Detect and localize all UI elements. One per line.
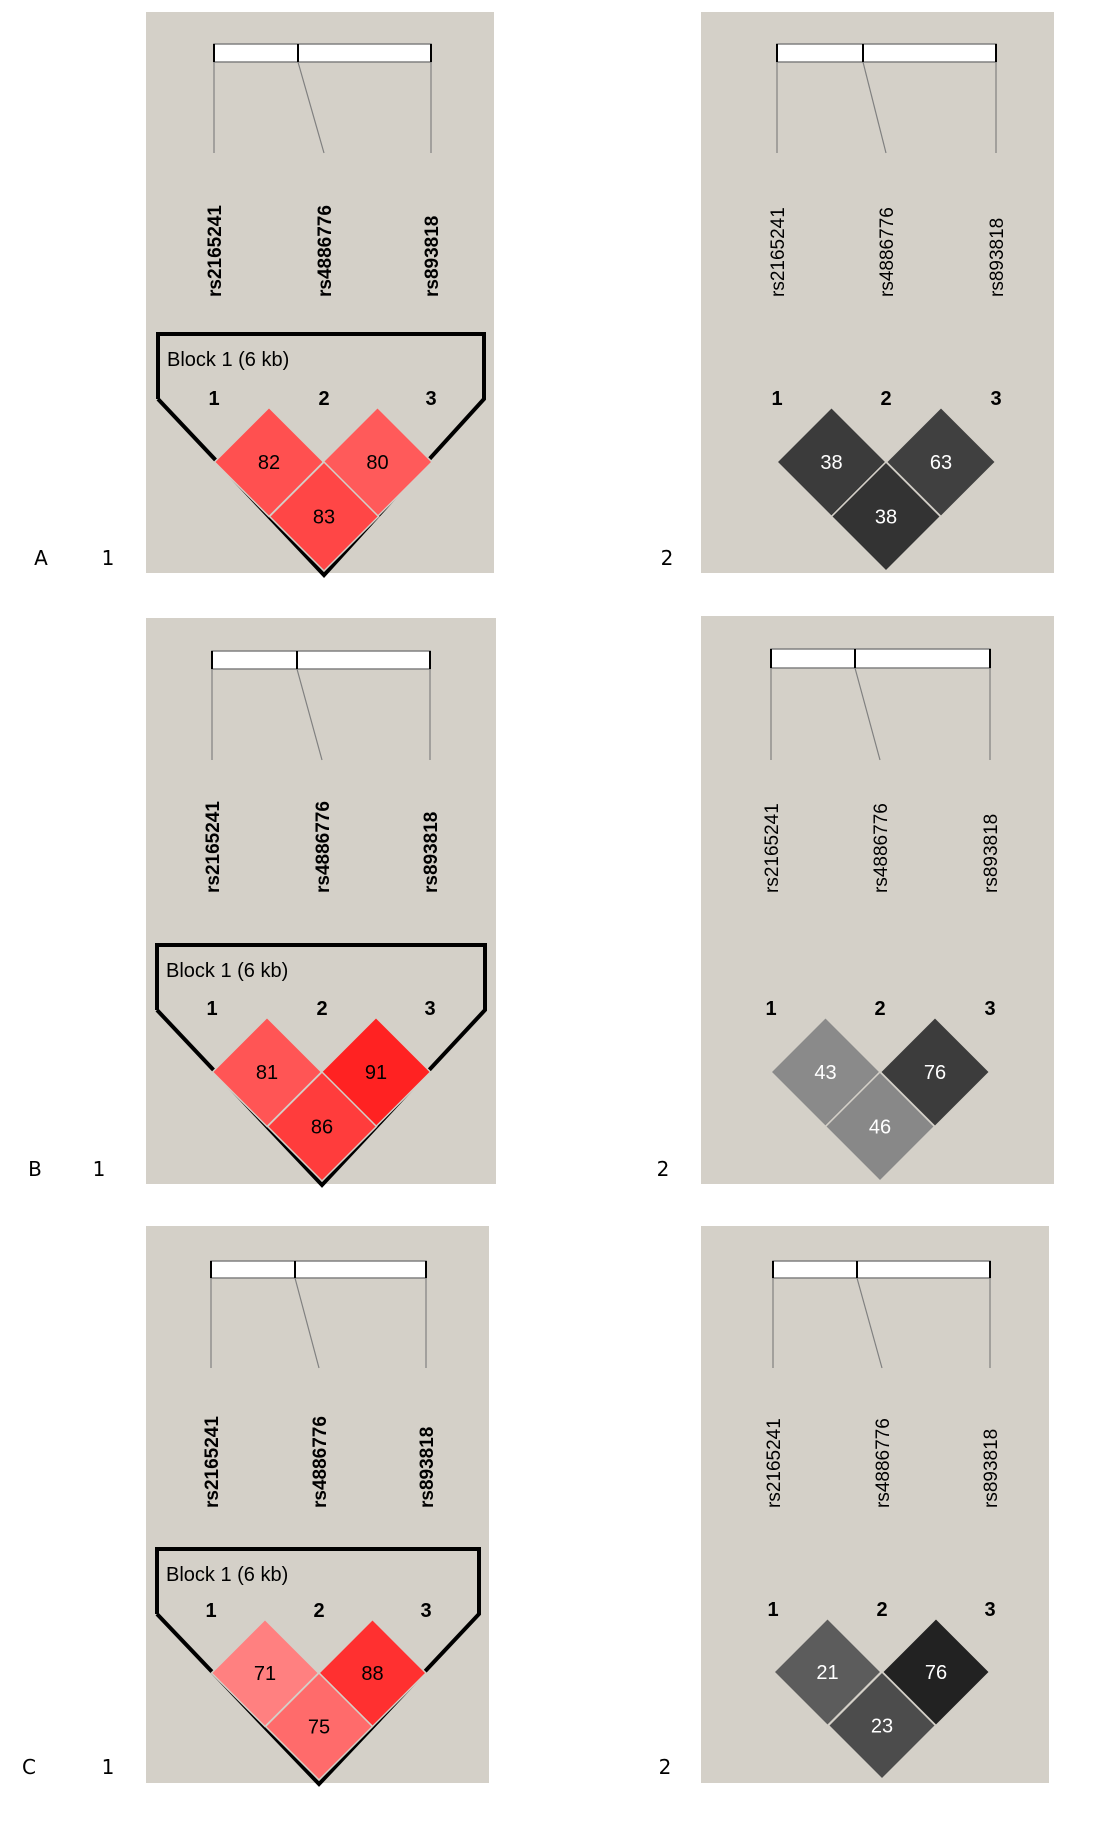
marker-number: 3 [984, 998, 995, 1020]
snp-label: rs4886776 [315, 205, 336, 297]
snp-label: rs4886776 [877, 207, 898, 297]
marker-number: 2 [313, 1600, 324, 1622]
ld-panel-b2: rs2165241 rs4886776 rs893818 1 2 3 43 76 46 [701, 616, 1054, 1184]
ld-cell-value: 63 [930, 452, 952, 474]
ld-cell-value: 23 [871, 1716, 893, 1738]
ld-cell-value: 38 [875, 507, 897, 529]
ld-cell-value: 88 [361, 1663, 383, 1685]
panel-number: 1 [102, 1755, 115, 1779]
snp-label: rs2165241 [762, 803, 783, 893]
chromosome-bar [776, 43, 997, 63]
marker-number: 2 [316, 998, 327, 1020]
ld-cell-value: 46 [869, 1117, 891, 1139]
panel-number: 2 [657, 1157, 670, 1181]
ld-cell-value: 76 [924, 1062, 946, 1084]
ld-cell-value: 82 [258, 452, 280, 474]
chromosome-bar [770, 648, 991, 669]
snp-label: rs2165241 [764, 1418, 785, 1508]
marker-number: 1 [206, 998, 217, 1020]
marker-number: 2 [874, 998, 885, 1020]
marker-number: 1 [208, 388, 219, 410]
row-letter: A [34, 546, 48, 570]
snp-label: rs2165241 [205, 205, 226, 297]
snp-connector [297, 61, 325, 154]
ld-cell-value: 38 [820, 452, 842, 474]
marker-number: 1 [765, 998, 776, 1020]
haplotype-block-outline [156, 332, 486, 578]
snp-label: rs893818 [417, 1427, 438, 1508]
haplotype-block-outline [155, 1547, 481, 1787]
snp-label: rs2165241 [203, 801, 224, 893]
snp-connector [854, 667, 881, 761]
snp-label: rs2165241 [768, 207, 789, 297]
snp-label: rs893818 [981, 814, 1002, 893]
block-title: Block 1 (6 kb) [166, 960, 288, 982]
marker-number: 3 [990, 388, 1001, 410]
marker-number: 1 [771, 388, 782, 410]
ld-cell-1-3 [264, 1671, 374, 1782]
marker-number: 3 [425, 388, 436, 410]
panel-number: 1 [102, 546, 115, 570]
snp-connector [294, 1277, 320, 1369]
snp-label: rs893818 [422, 216, 443, 297]
snp-label: rs2165241 [202, 1416, 223, 1508]
snp-label: rs4886776 [313, 801, 334, 893]
chromosome-bar [211, 650, 431, 670]
ld-panel-a2: rs2165241 rs4886776 rs893818 1 2 3 38 63 38 [701, 12, 1054, 573]
ld-cell-value: 43 [814, 1062, 836, 1084]
ld-cell-value: 75 [308, 1717, 330, 1739]
marker-number: 2 [876, 1599, 887, 1621]
block-title: Block 1 (6 kb) [166, 1564, 288, 1586]
chromosome-bar [210, 1260, 427, 1279]
panel-number: 1 [93, 1157, 106, 1181]
marker-number: 1 [767, 1599, 778, 1621]
ld-cell-1-3 [827, 1670, 937, 1781]
ld-cell-value: 91 [365, 1062, 387, 1084]
ld-cell-value: 86 [311, 1117, 333, 1139]
ld-cell-value: 76 [925, 1662, 947, 1684]
block-title: Block 1 (6 kb) [167, 349, 289, 371]
chromosome-bar [772, 1260, 991, 1279]
snp-label: rs893818 [987, 218, 1008, 297]
snp-label: rs893818 [981, 1429, 1002, 1508]
marker-number: 2 [880, 388, 891, 410]
ld-cell-1-3 [268, 460, 380, 573]
ld-cell-value: 71 [254, 1663, 276, 1685]
ld-cell-1-3 [824, 1070, 936, 1183]
snp-connector [862, 61, 887, 154]
ld-cell-1-3 [830, 460, 942, 573]
row-letter: B [28, 1157, 42, 1181]
row-letter: C [22, 1755, 36, 1779]
marker-number: 3 [420, 1600, 431, 1622]
marker-number: 3 [424, 998, 435, 1020]
panel-number: 2 [659, 1755, 672, 1779]
ld-cell-value: 21 [816, 1662, 838, 1684]
panel-number: 2 [661, 546, 674, 570]
snp-connector [856, 1277, 883, 1369]
marker-number: 3 [984, 1599, 995, 1621]
snp-label: rs893818 [421, 812, 442, 893]
snp-label: rs4886776 [873, 1418, 894, 1508]
ld-cell-value: 81 [256, 1062, 278, 1084]
ld-cell-1-3 [266, 1070, 378, 1183]
snp-label: rs4886776 [871, 803, 892, 893]
ld-cell-value: 83 [313, 507, 335, 529]
ld-cell-value: 80 [366, 452, 388, 474]
chromosome-bar [213, 43, 432, 63]
marker-number: 2 [318, 388, 329, 410]
haplotype-block-outline [155, 943, 487, 1188]
marker-number: 1 [205, 1600, 216, 1622]
snp-label: rs4886776 [310, 1416, 331, 1508]
snp-connector [296, 668, 323, 761]
